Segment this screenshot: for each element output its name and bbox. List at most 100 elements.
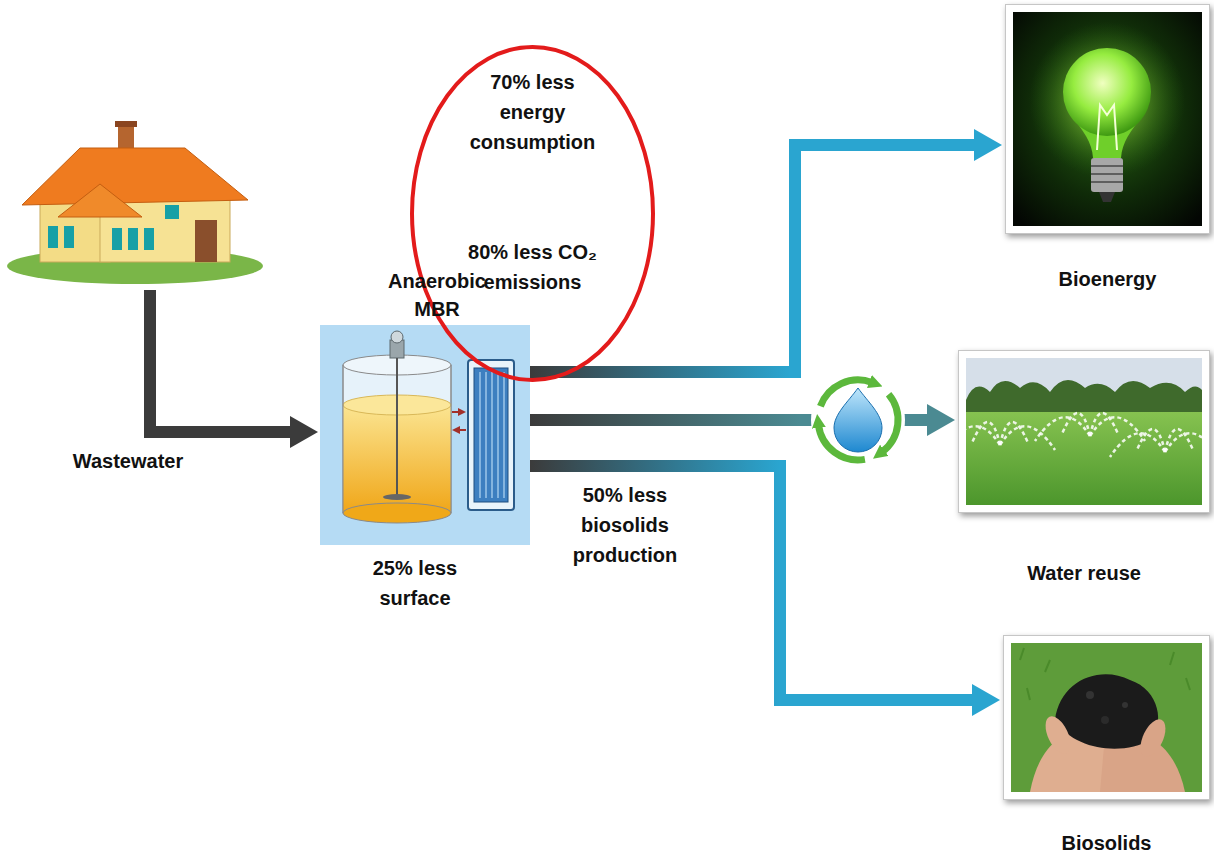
bulb-picture xyxy=(1097,105,1117,150)
recycle-icon xyxy=(834,388,882,452)
reactor-illustration xyxy=(391,331,403,343)
reactor-illustration xyxy=(468,360,514,510)
house-icon xyxy=(144,228,154,250)
soil-picture xyxy=(1003,635,1210,800)
recycle-icon xyxy=(811,373,905,467)
irrigation-picture xyxy=(972,422,1000,445)
reactor-illustration xyxy=(503,372,505,498)
reactor-illustration xyxy=(479,372,481,498)
irrigation-picture xyxy=(966,358,1202,418)
bulb-picture xyxy=(1029,22,1185,178)
recycle-icon xyxy=(819,425,865,460)
bulb-picture xyxy=(1091,181,1123,183)
reactor-illustration xyxy=(452,411,458,413)
house-icon xyxy=(195,220,217,262)
edge-label-holder: 50% less biosolids production xyxy=(555,480,695,570)
soil-picture xyxy=(1101,716,1109,724)
picture-caption: Biosolids xyxy=(1003,828,1210,858)
output-picture: Biosolids xyxy=(1003,635,1210,858)
bulb-picture xyxy=(1013,12,1202,226)
irrigation-picture xyxy=(945,350,1214,513)
house-icon xyxy=(115,121,137,127)
soil-picture xyxy=(1086,691,1094,699)
soil-picture xyxy=(1170,652,1174,665)
reactor-illustration xyxy=(497,372,499,498)
picture-frame xyxy=(1005,4,1210,234)
flow-label: Wastewater xyxy=(48,446,208,476)
reactor-illustration xyxy=(320,325,530,545)
ellipse-outline xyxy=(410,45,655,382)
picture-frame xyxy=(1003,635,1210,800)
soil-picture xyxy=(1003,635,1210,800)
benefit-text: 70% less energy consumption xyxy=(458,67,608,157)
house-icon xyxy=(165,205,179,219)
reactor-box xyxy=(320,325,530,545)
edge-label: 50% less biosolids production xyxy=(555,480,695,570)
irrigation-picture xyxy=(958,350,1210,513)
reactor-illustration xyxy=(320,325,530,545)
bulb-picture xyxy=(1005,4,1210,234)
output-picture: Water reuse xyxy=(958,350,1210,588)
house-icon xyxy=(112,228,122,250)
picture-frame xyxy=(958,350,1210,513)
soil-picture xyxy=(1027,688,1030,700)
soil-picture xyxy=(1122,702,1128,708)
soil-picture xyxy=(1011,643,1202,792)
irrigation-picture xyxy=(966,358,1202,505)
recycle-icon xyxy=(820,380,872,406)
irrigation-picture xyxy=(966,413,1202,457)
reactor-illustration xyxy=(343,503,451,523)
bulb-picture xyxy=(1091,158,1123,192)
soil-picture xyxy=(1186,678,1190,690)
reactor-illustration xyxy=(485,372,487,498)
picture-caption: Bioenergy xyxy=(1005,264,1210,294)
house-icon xyxy=(22,148,248,205)
house-icon xyxy=(48,226,58,248)
bulb-picture xyxy=(1099,192,1115,202)
house-icon xyxy=(128,228,138,250)
highlight-ellipse: 70% less energy consumption80% less CO₂ … xyxy=(410,45,655,382)
recycle-icon xyxy=(811,373,905,467)
ellipse-outline xyxy=(412,47,653,380)
irrigation-picture xyxy=(1110,433,1165,457)
irrigation-picture xyxy=(1137,429,1165,452)
inflow-arrow xyxy=(150,290,290,432)
irrigation-picture xyxy=(1000,426,1055,450)
reactor-illustration xyxy=(383,494,411,500)
irrigation-picture xyxy=(1035,417,1090,441)
recycle-icon xyxy=(882,394,898,452)
picture-caption: Water reuse xyxy=(958,558,1210,588)
label-holder: Wastewater xyxy=(48,446,208,476)
output-picture: Bioenergy xyxy=(1005,4,1210,294)
reactor-illustration xyxy=(451,365,452,513)
irrigation-picture xyxy=(1000,422,1028,445)
flow-arrow xyxy=(530,466,972,700)
soil-picture xyxy=(1045,660,1050,672)
reactor-illustration xyxy=(343,365,344,513)
reactor-illustration xyxy=(491,372,493,498)
bulb-picture xyxy=(1005,4,1210,234)
irrigation-picture xyxy=(1165,429,1193,452)
bulb-picture xyxy=(1091,173,1123,175)
bulb-picture xyxy=(1063,48,1151,136)
irrigation-picture xyxy=(1090,413,1118,436)
house-icon xyxy=(64,226,74,248)
reactor-illustration xyxy=(474,368,508,502)
soil-picture xyxy=(1011,643,1202,792)
bulb-picture xyxy=(1013,12,1202,226)
soil-picture xyxy=(1020,648,1024,660)
bulb-picture xyxy=(1091,165,1123,167)
unit-title: Anaerobic MBR xyxy=(372,267,502,323)
house-icon xyxy=(58,184,142,217)
benefit-text: 25% less surface xyxy=(360,553,470,613)
irrigation-picture xyxy=(1090,417,1145,441)
house-icon xyxy=(7,121,263,284)
irrigation-picture xyxy=(1062,413,1090,436)
soil-picture xyxy=(1040,713,1075,758)
reactor-illustration xyxy=(396,358,398,495)
